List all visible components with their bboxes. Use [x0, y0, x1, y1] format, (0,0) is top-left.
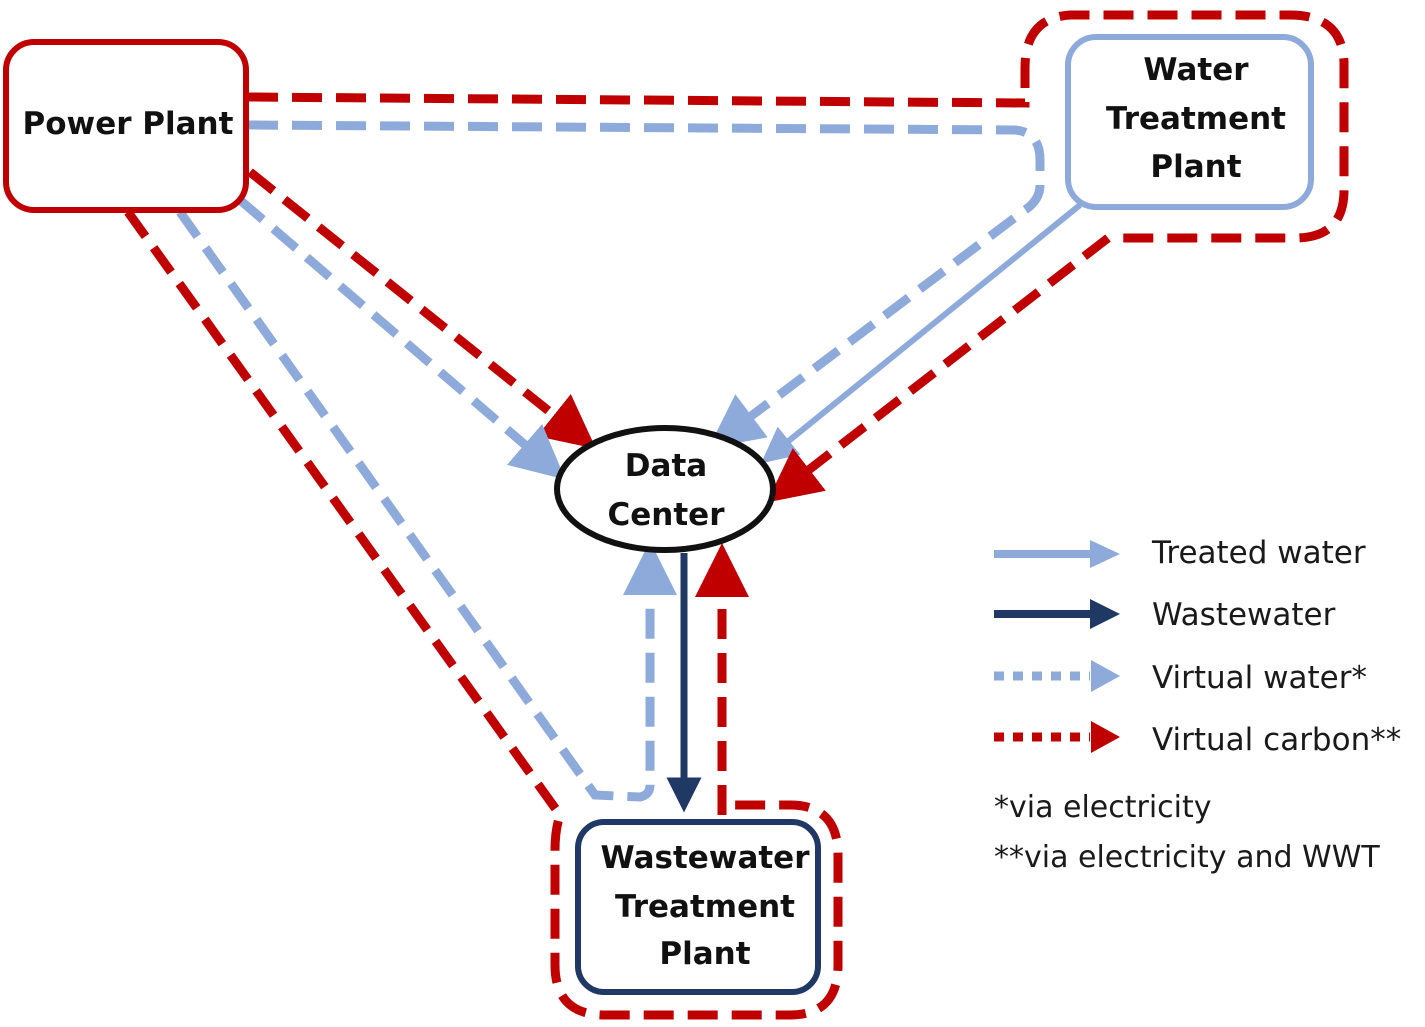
node-data-center: Data Center	[554, 425, 776, 553]
wastewater-treatment-plant-label-line2: Treatment	[615, 889, 795, 925]
edge-power-to-data-center-virtual-water	[237, 196, 566, 480]
treated-water-arrowhead-icon	[1090, 540, 1120, 568]
virtual-water-label: Virtual water*	[1152, 660, 1367, 696]
legend-item-wastewater: Wastewater	[994, 597, 1336, 633]
wastewater-treatment-plant-label-line1: Wastewater	[601, 840, 811, 876]
node-water-treatment-plant: Water Treatment Plant	[1065, 34, 1314, 210]
node-wastewater-treatment-plant: Wastewater Treatment Plant	[575, 819, 821, 995]
legend-item-virtual-water: Virtual water*	[994, 660, 1367, 696]
data-center-label-line2: Center	[608, 497, 726, 533]
wastewater-arrowhead-icon	[1090, 599, 1120, 629]
power-plant-label: Power Plant	[23, 106, 234, 142]
water-treatment-plant-label-line1: Water	[1143, 52, 1249, 88]
edge-power-to-wastewater-plant-virtual-carbon	[124, 209, 843, 1020]
edge-power-to-data-center-via-water-plant-virtual-water	[247, 120, 1045, 449]
water-treatment-plant-label-line3: Plant	[1150, 149, 1241, 185]
edge-power-to-data-center-virtual-carbon	[247, 168, 597, 449]
edge-water-plant-to-data-center-treated-water	[761, 202, 1082, 464]
footnote-double-asterisk: **via electricity and WWT	[994, 840, 1380, 875]
treated-water-label: Treated water	[1151, 535, 1366, 571]
virtual-carbon-arrowhead-icon	[1091, 721, 1120, 753]
edge-power-to-water-plant-virtual-carbon	[247, 10, 1349, 243]
water-treatment-plant-label-line2: Treatment	[1106, 101, 1286, 137]
edge-wastewater-plant-to-data-center-virtual-water	[176, 209, 677, 802]
wastewater-label: Wastewater	[1152, 597, 1336, 633]
data-center-ellipse	[554, 425, 776, 553]
water-treatment-plant-box	[1065, 34, 1314, 210]
virtual-carbon-label: Virtual carbon**	[1152, 722, 1401, 758]
power-plant-box	[3, 39, 249, 213]
legend-item-virtual-carbon: Virtual carbon**	[994, 721, 1401, 758]
legend-item-treated-water: Treated water	[994, 535, 1366, 571]
data-center-label-line1: Data	[625, 448, 707, 484]
footnote-single-asterisk: *via electricity	[994, 790, 1212, 825]
virtual-water-arrowhead-icon	[1091, 660, 1120, 692]
flow-edges	[124, 10, 1349, 1020]
edge-water-plant-to-data-center-virtual-carbon	[766, 234, 1111, 503]
node-power-plant: Power Plant	[3, 39, 249, 213]
wastewater-treatment-plant-box	[575, 819, 821, 995]
wastewater-treatment-plant-label-line3: Plant	[659, 936, 750, 972]
legend: Treated water Wastewater Virtual water* …	[994, 535, 1401, 875]
